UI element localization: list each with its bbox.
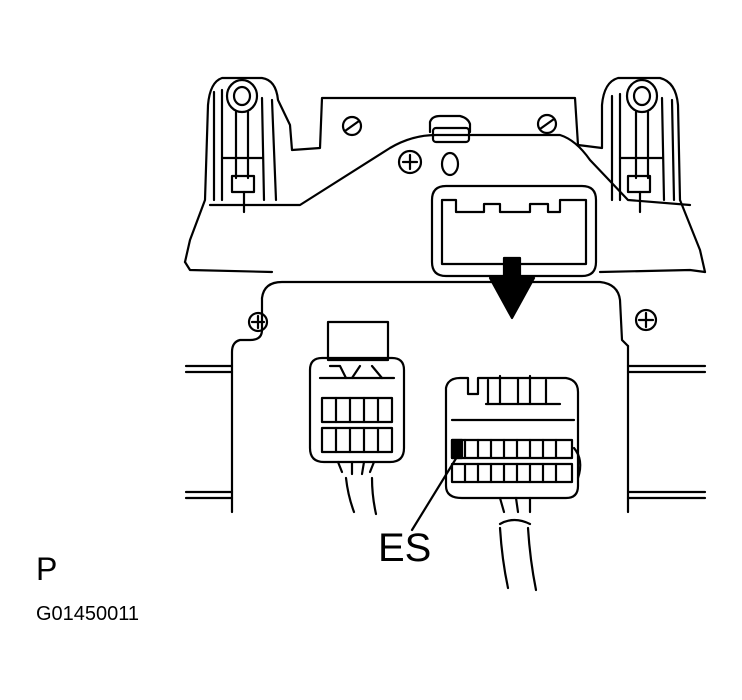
left-hook [214, 80, 276, 212]
es-connector [446, 376, 580, 590]
right-hook [612, 80, 674, 212]
view-letter-label: P [36, 551, 58, 587]
upper-connector [432, 186, 596, 276]
es-leader-line [412, 452, 460, 530]
removal-arrow-icon [490, 258, 534, 318]
upper-screws [343, 115, 556, 175]
upper-housing [185, 78, 705, 272]
es-callout-label: ES [378, 526, 432, 570]
left-connector [310, 322, 404, 514]
figure-code-label: G01450011 [36, 603, 140, 625]
lower-mount-plate [186, 282, 705, 512]
